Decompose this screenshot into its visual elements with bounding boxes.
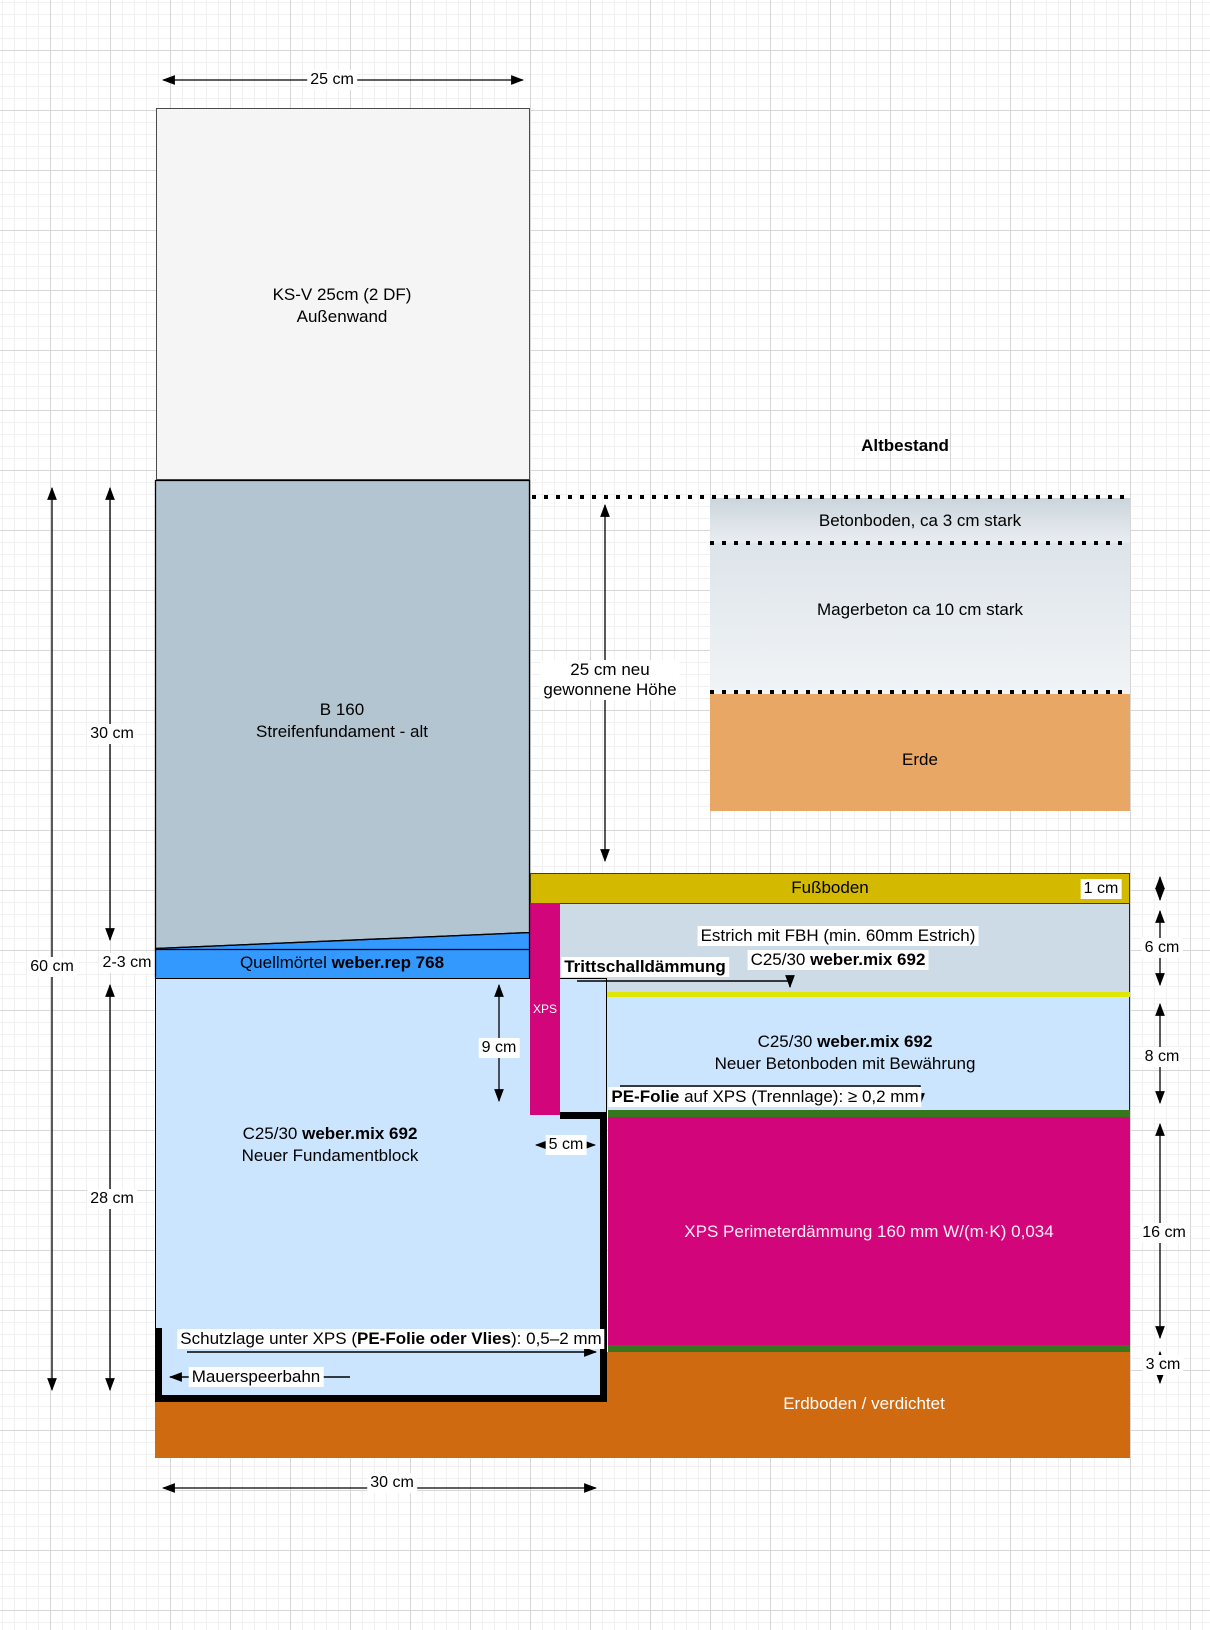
floor-thickness-dimension: 1 cm bbox=[1080, 879, 1122, 899]
pe-foil-line bbox=[608, 1110, 1130, 1117]
concrete-floor-thickness-dimension: 8 cm bbox=[1141, 1047, 1183, 1067]
wall-block bbox=[156, 108, 530, 480]
bed-thickness-dimension: 3 cm bbox=[1142, 1355, 1184, 1375]
wall-label-line2: Außenwand bbox=[296, 307, 388, 326]
xps-offset-dimension: 9 cm bbox=[478, 1038, 520, 1058]
block-width-dimension: 30 cm bbox=[367, 1473, 417, 1493]
xps-strip-label: XPS bbox=[532, 1002, 558, 1016]
old-foundation-label-line1: B 160 bbox=[319, 700, 365, 719]
protection-layer-note: Schutzlage unter XPS (PE-Folie oder Vlie… bbox=[177, 1329, 605, 1349]
xps-strip-block bbox=[530, 903, 560, 1115]
estrich-label-line1: Estrich mit FBH (min. 60mm Estrich) bbox=[697, 926, 979, 946]
impact-insulation-label: Trittschalldämmung bbox=[561, 957, 729, 977]
concrete-floor-label-line1: C25/30 weber.mix 692 bbox=[757, 1032, 933, 1051]
protection-layer-line bbox=[608, 1345, 1130, 1352]
wall-width-dimension: 25 cm bbox=[307, 70, 357, 90]
old-depth-dimension: 30 cm bbox=[87, 724, 137, 744]
altbestand-betonboden-layer bbox=[710, 498, 1130, 543]
estrich-layer bbox=[560, 904, 1130, 992]
floor-label: Fußboden bbox=[791, 878, 869, 897]
concrete-floor-label-line2: Neuer Betonboden mit Bewährung bbox=[714, 1054, 976, 1073]
xps-thickness-dimension: 16 cm bbox=[1139, 1223, 1189, 1243]
altbestand-title: Altbestand bbox=[861, 436, 949, 455]
new-height-note: 25 cm neu gewonnene Höhe bbox=[540, 660, 680, 700]
notch-dimension: 5 cm bbox=[545, 1135, 587, 1155]
new-block-label-line2: Neuer Fundamentblock bbox=[241, 1146, 419, 1165]
xps-perimeter-block bbox=[608, 1117, 1130, 1345]
floor-layer bbox=[530, 873, 1130, 904]
total-height-dimension: 60 cm bbox=[27, 957, 77, 977]
xps-perimeter-label: XPS Perimeterdämmung 160 mm W/(m·K) 0,03… bbox=[684, 1222, 1054, 1241]
pe-foil-note: PE-Folie auf XPS (Trennlage): ≥ 0,2 mm bbox=[608, 1087, 922, 1107]
estrich-label-line2: C25/30 weber.mix 692 bbox=[747, 950, 929, 970]
altbestand-magerbeton-layer bbox=[710, 543, 1130, 694]
old-foundation-label-line2: Streifenfundament - alt bbox=[256, 722, 428, 741]
soil-label: Erdboden / verdichtet bbox=[783, 1394, 945, 1413]
altbestand-erde-layer bbox=[710, 694, 1130, 811]
barrier-label: Mauerspeerbahn bbox=[188, 1367, 324, 1387]
altbestand-layer1-label: Betonboden, ca 3 cm stark bbox=[818, 511, 1022, 530]
new-block-label-line1: C25/30 weber.mix 692 bbox=[242, 1124, 418, 1143]
mortar-joint-label: Quellmörtel weber.rep 768 bbox=[239, 953, 445, 972]
wall-label-line1: KS-V 25cm (2 DF) bbox=[272, 285, 412, 304]
impact-insulation-line bbox=[560, 992, 1130, 997]
new-block-depth-dimension: 28 cm bbox=[87, 1189, 137, 1209]
estrich-thickness-dimension: 6 cm bbox=[1141, 938, 1183, 958]
mortar-thickness-dimension: 2-3 cm bbox=[99, 953, 155, 973]
altbestand-layer3-label: Erde bbox=[902, 750, 938, 769]
altbestand-layer2-label: Magerbeton ca 10 cm stark bbox=[817, 600, 1023, 619]
